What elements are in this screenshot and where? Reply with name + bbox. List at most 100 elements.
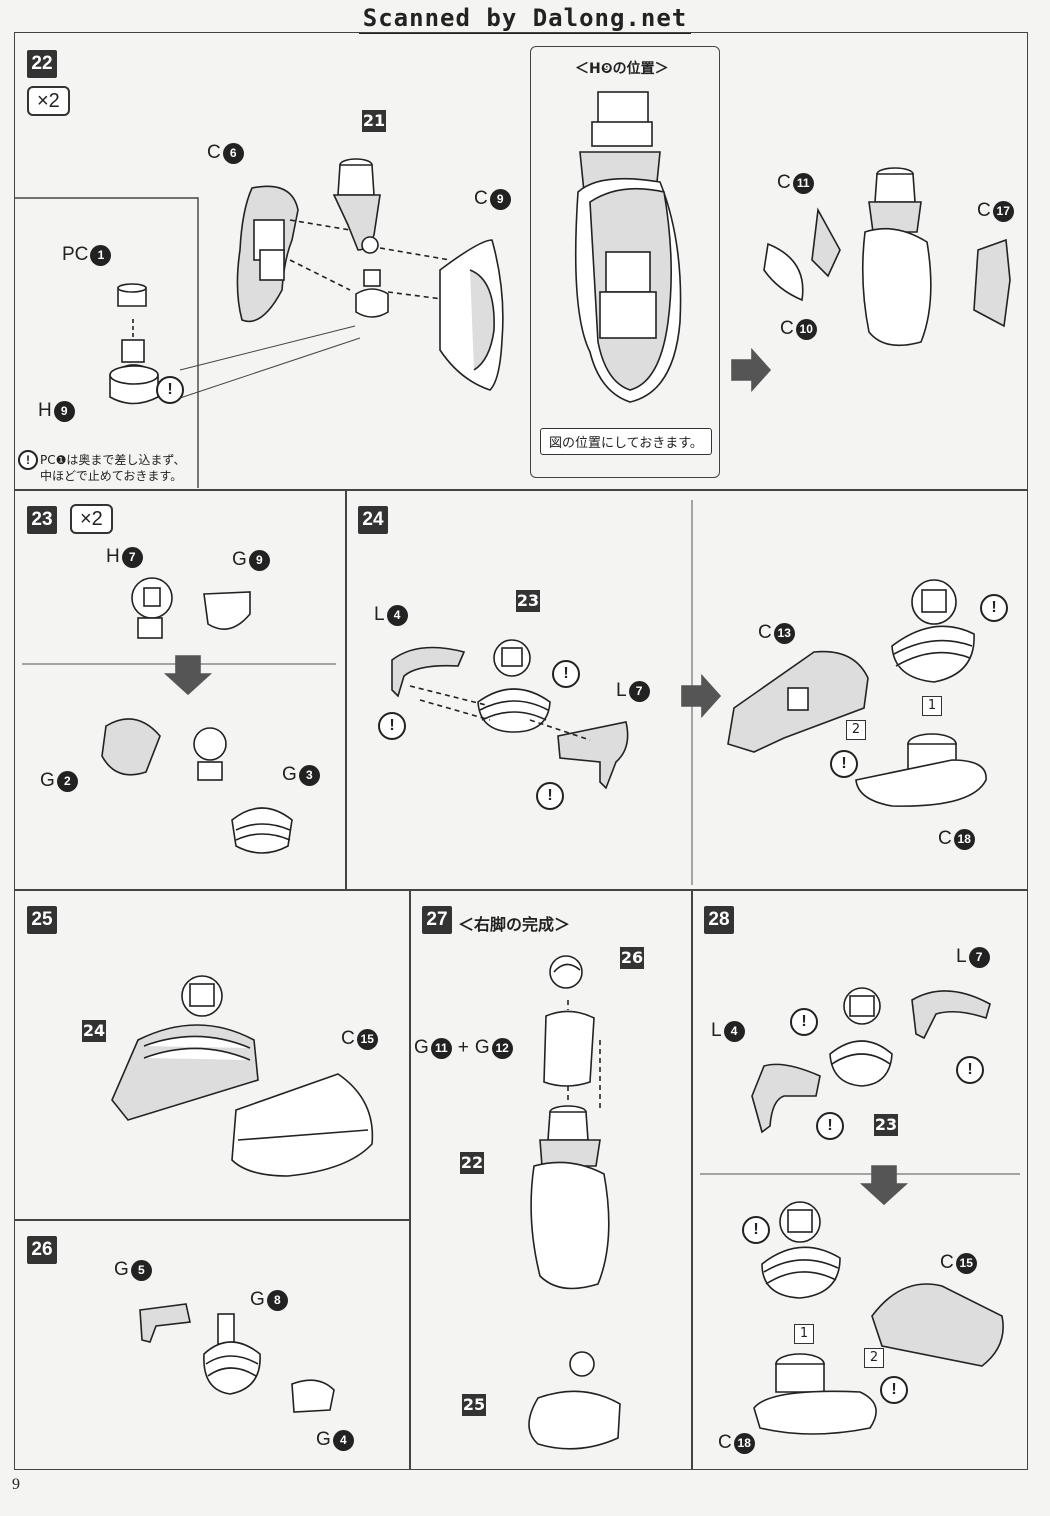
step-23-panel <box>14 490 346 890</box>
caution-icon: ! <box>536 782 564 810</box>
g9-part <box>203 591 251 630</box>
ref-step-24: 24 <box>82 1020 106 1042</box>
next-arrow <box>681 673 722 719</box>
l7-part-28 <box>911 990 991 1040</box>
assembled-leg-27 <box>530 1105 610 1290</box>
scanner-watermark: Scanned by Dalong.net <box>0 4 1050 34</box>
caution-icon: ! <box>980 594 1008 622</box>
c6-shell-part <box>236 185 299 323</box>
inset-callout-lines <box>179 325 361 399</box>
ball-assembly-28 <box>829 987 893 1087</box>
ball-center-23 <box>193 727 227 781</box>
down-arrow <box>163 655 213 696</box>
inset-leg-diagram <box>574 91 682 403</box>
c18-base-part-28 <box>753 1353 877 1435</box>
caution-icon: ! <box>830 750 858 778</box>
g8-ball-part <box>203 1313 261 1395</box>
ref-step-21: 21 <box>362 110 386 132</box>
assembly-24-in-25 <box>111 975 259 1121</box>
next-arrow <box>731 347 772 393</box>
inset-title: ＜H❾の位置＞ <box>575 61 669 77</box>
caution-icon: ! <box>790 1008 818 1036</box>
step-24-number: 24 <box>358 506 388 534</box>
ball-joint-part <box>355 269 389 318</box>
inset-instruction: 図の位置にしておきます。 <box>540 428 712 455</box>
c9-armor-part <box>439 239 504 391</box>
c15-part-28 <box>871 1283 1004 1367</box>
caution-note: PC❶は奥まで差し込まず、中ほどで止めておきます。 <box>40 453 186 483</box>
assembled-leg-22 <box>861 167 932 347</box>
down-arrow <box>859 1165 909 1206</box>
caution-icon: ! <box>816 1112 844 1140</box>
step-22-multiplier: ×2 <box>27 86 70 116</box>
step-22-panel <box>14 32 1028 490</box>
step-27-panel <box>410 890 692 1470</box>
step-28-divider <box>700 1173 1020 1175</box>
l4-part-28 <box>751 1063 821 1134</box>
caution-icon: ! <box>156 376 184 404</box>
order-mark-1: 1 <box>922 696 942 716</box>
g4-part <box>291 1379 335 1413</box>
part-21-joint <box>332 158 381 254</box>
step-24-panel <box>346 490 1028 890</box>
ref-step-25: 25 <box>462 1394 486 1416</box>
step-23-number: 23 <box>27 506 57 534</box>
g5-part <box>139 1303 191 1343</box>
c11-part <box>811 207 841 278</box>
c17-part <box>973 238 1011 328</box>
order-mark-2: 2 <box>846 720 866 740</box>
part-26-in-27 <box>549 955 583 989</box>
caution-icon: ! <box>956 1056 984 1084</box>
step-27-number: 27 <box>422 906 452 934</box>
foot-assembly-27 <box>528 1351 621 1450</box>
caution-icon: ! <box>18 450 38 470</box>
g3-shell-part <box>231 807 293 854</box>
c13-part <box>727 650 869 753</box>
step-25-number: 25 <box>27 906 57 934</box>
page-number: 9 <box>12 1476 20 1493</box>
order-mark-2: 2 <box>864 1348 884 1368</box>
ball-assembly-24b <box>891 579 975 683</box>
l7-part <box>557 721 629 790</box>
pc1-part <box>117 283 147 307</box>
step-22-number: 22 <box>27 50 57 78</box>
step-28-panel <box>692 890 1028 1470</box>
step-26-panel <box>14 1220 410 1470</box>
ref-step-23: 23 <box>874 1114 898 1136</box>
caution-icon: ! <box>552 660 580 688</box>
c18-base-part <box>855 733 987 807</box>
caution-icon: ! <box>742 1216 770 1244</box>
h7-ball-part <box>131 577 173 639</box>
ref-step-23: 23 <box>516 590 540 612</box>
step-28-number: 28 <box>704 906 734 934</box>
assembly-arrows-27 <box>567 1000 601 1110</box>
step-23-multiplier: ×2 <box>70 504 113 534</box>
assembly-arrows-22 <box>289 219 451 301</box>
step-25-panel <box>14 890 410 1220</box>
l4-part <box>391 646 466 698</box>
h9-position-inset <box>530 46 720 478</box>
ref-step-22: 22 <box>460 1152 484 1174</box>
